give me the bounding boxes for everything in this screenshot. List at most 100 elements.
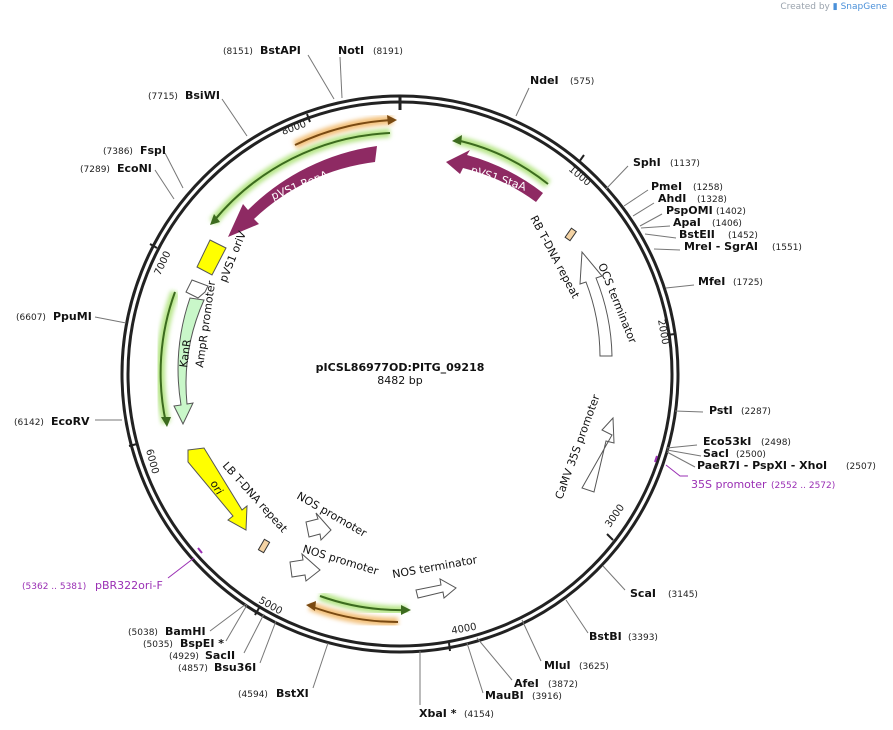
primer-range: (5362 .. 5381) bbox=[22, 582, 86, 592]
feature-camv-35s-promoter bbox=[581, 416, 615, 493]
site-position: (8151) bbox=[223, 47, 253, 57]
site-leader bbox=[307, 54, 335, 100]
site-enzyme: PaeR7I - PspXI - XhoI bbox=[697, 459, 827, 472]
orf-line bbox=[455, 139, 549, 185]
site-position: (1328) bbox=[697, 195, 727, 205]
primer-leader bbox=[665, 464, 688, 477]
site-enzyme: NotI bbox=[338, 44, 364, 57]
credit-brand: SnapGene bbox=[840, 2, 887, 12]
site-position: (575) bbox=[570, 77, 594, 87]
site-enzyme: EcoRV bbox=[51, 415, 90, 428]
site-leader bbox=[602, 565, 626, 591]
site-leader bbox=[666, 449, 702, 457]
plasmid-name: pICSL86977OD:PITG_09218 bbox=[316, 361, 485, 374]
site-leader bbox=[665, 284, 695, 289]
primers: 35S promoter (2552 .. 2572) (5362 .. 538… bbox=[22, 455, 835, 592]
site-leader bbox=[639, 213, 663, 227]
site-position: (5035) bbox=[143, 640, 173, 650]
site-leader bbox=[632, 202, 655, 217]
site-labels: NdeI (575) SphI (1137) PmeI (1258) AhdI … bbox=[14, 44, 876, 720]
site-leader bbox=[640, 225, 671, 229]
site-position: (1258) bbox=[693, 183, 723, 193]
site-enzyme: MluI bbox=[544, 659, 571, 672]
site-position: (4857) bbox=[178, 664, 208, 674]
site-position: (6142) bbox=[14, 418, 44, 428]
feature-ocs-terminator bbox=[579, 250, 613, 357]
site-enzyme: PspOMI bbox=[666, 204, 713, 217]
site-position: (3916) bbox=[532, 692, 562, 702]
primer-name: pBR322ori-F bbox=[95, 579, 163, 592]
orf-line bbox=[294, 119, 394, 146]
feature-nos-promoter bbox=[289, 552, 321, 582]
site-enzyme: AfeI bbox=[514, 677, 539, 690]
orf-line bbox=[309, 605, 399, 623]
site-position: (2507) bbox=[846, 462, 876, 472]
site-leader bbox=[476, 637, 513, 681]
site-position: (8191) bbox=[373, 47, 403, 57]
orf-line bbox=[212, 132, 391, 223]
site-leader bbox=[209, 603, 247, 632]
feature-ori bbox=[187, 447, 248, 531]
site-enzyme: SphI bbox=[633, 156, 661, 169]
primer-name: 35S promoter bbox=[691, 478, 767, 491]
site-leader bbox=[565, 599, 589, 634]
site-leader bbox=[225, 604, 248, 642]
site-leader bbox=[466, 642, 484, 694]
site-enzyme: PmeI bbox=[651, 180, 682, 193]
site-enzyme: MfeI bbox=[698, 275, 725, 288]
snapgene-logo-icon: ▮ bbox=[832, 2, 838, 12]
site-enzyme: AhdI bbox=[658, 192, 686, 205]
site-enzyme: PstI bbox=[709, 404, 733, 417]
feature-label-rb-tdna-repeat: RB T-DNA repeat bbox=[527, 213, 582, 301]
site-position: (6607) bbox=[16, 313, 46, 323]
site-position: (7386) bbox=[103, 147, 133, 157]
tick-mark bbox=[606, 533, 614, 541]
site-enzyme: MreI - SgrAI bbox=[684, 240, 758, 253]
site-position: (1725) bbox=[733, 278, 763, 288]
site-enzyme: ScaI bbox=[630, 587, 656, 600]
site-leader bbox=[515, 87, 530, 117]
site-position: (7715) bbox=[148, 92, 178, 102]
site-leader bbox=[644, 233, 677, 239]
feature-label-nos-terminator: NOS terminator bbox=[391, 553, 478, 581]
site-leader bbox=[164, 152, 184, 189]
orf-arrows bbox=[156, 115, 551, 627]
site-position: (3393) bbox=[628, 633, 658, 643]
site-position: (3625) bbox=[579, 662, 609, 672]
orf-line bbox=[159, 291, 176, 424]
snapgene-credit: Created by ▮ SnapGene bbox=[780, 2, 887, 12]
site-leader bbox=[243, 613, 265, 654]
site-position: (5038) bbox=[128, 628, 158, 638]
site-position: (2500) bbox=[736, 450, 766, 460]
feature-label-kanr: KanR bbox=[177, 338, 194, 368]
site-position: (1137) bbox=[670, 159, 700, 169]
site-enzyme: BspEI * bbox=[180, 637, 224, 650]
feature-lb-tdna-repeat bbox=[257, 538, 271, 554]
primer-mark bbox=[654, 455, 658, 463]
site-position: (3145) bbox=[668, 590, 698, 600]
site-leader bbox=[674, 410, 704, 413]
site-enzyme: BstBI bbox=[589, 630, 622, 643]
site-enzyme: BsiWI bbox=[185, 89, 220, 102]
site-position: (2287) bbox=[741, 407, 771, 417]
primer-leader bbox=[167, 557, 195, 579]
feature-pvs1-oriv bbox=[196, 239, 227, 276]
feature-label-nos-promoter: NOS promoter bbox=[295, 489, 370, 540]
site-enzyme: BstEII bbox=[679, 228, 715, 241]
tick-mark bbox=[149, 243, 158, 249]
tick-mark bbox=[448, 642, 451, 652]
site-position: (4154) bbox=[464, 710, 494, 720]
feature-rb-tdna-repeat bbox=[564, 227, 578, 242]
site-leader bbox=[666, 444, 698, 449]
site-position: (1551) bbox=[772, 243, 802, 253]
feature-nos-terminator bbox=[415, 578, 457, 599]
primer-range: (2552 .. 2572) bbox=[771, 481, 835, 491]
orf-arrowhead bbox=[452, 135, 462, 145]
site-enzyme: BstAPI bbox=[260, 44, 301, 57]
site-enzyme: Bsu36I bbox=[214, 661, 256, 674]
tick-label: 2000 bbox=[655, 319, 670, 346]
site-enzyme: NdeI bbox=[530, 74, 559, 87]
site-enzyme: SacI bbox=[703, 447, 729, 460]
site-enzyme: BstXI bbox=[276, 687, 309, 700]
